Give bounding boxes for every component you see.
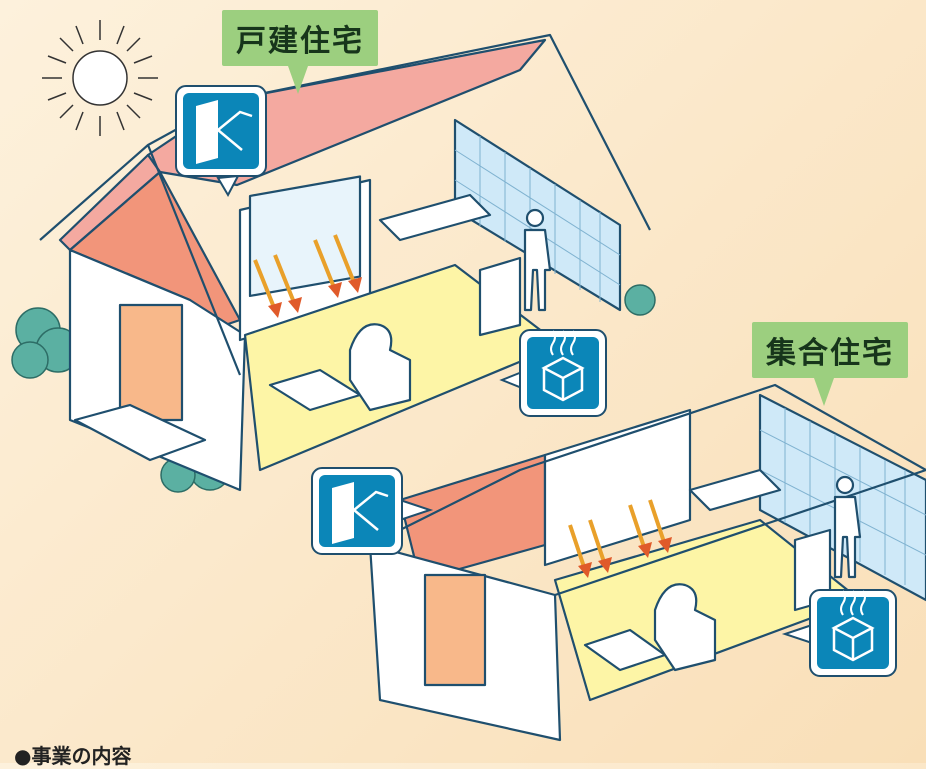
insulation-panel-icon xyxy=(175,85,267,198)
person-icon xyxy=(523,208,552,312)
person-icon xyxy=(348,323,412,412)
person-icon xyxy=(833,475,862,579)
apartment-type-label: 集合住宅 xyxy=(752,322,908,406)
house-type-label: 戸建住宅 xyxy=(222,10,378,94)
sun-icon xyxy=(42,20,158,136)
heating-box-icon xyxy=(781,589,897,677)
detached-house xyxy=(11,33,656,493)
heating-box-icon xyxy=(499,329,607,417)
person-icon xyxy=(653,583,717,672)
apartment xyxy=(368,383,926,742)
section-heading: ●事業の内容 xyxy=(14,744,132,768)
insulation-panel-icon xyxy=(311,467,434,555)
